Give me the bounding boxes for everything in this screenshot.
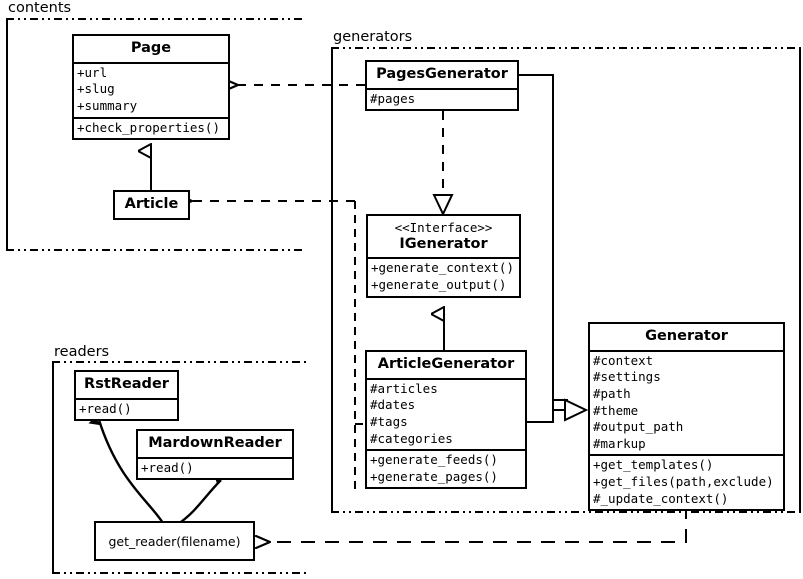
attribute: #categories [370, 430, 453, 446]
class-pages-generator[interactable]: PagesGenerator #pages [365, 60, 519, 112]
class-rst-reader-operations: +read() [76, 397, 177, 420]
attribute: +summary [77, 97, 138, 113]
class-rst-reader[interactable]: RstReader +read() [74, 370, 179, 422]
attribute: #tags [370, 413, 408, 429]
attribute: #markup [593, 435, 646, 451]
class-article[interactable]: Article [113, 190, 190, 220]
class-generator-title: Generator [645, 328, 728, 344]
operation: +generate_pages() [370, 468, 498, 484]
class-page-attributes: +url +slug +summary [74, 61, 228, 117]
generators-package-label: generators [331, 29, 415, 45]
class-mardown-reader-title: MardownReader [148, 435, 282, 451]
operation: +generate_feeds() [370, 452, 498, 468]
attribute: #pages [370, 90, 416, 106]
operation: +generate_context() [371, 260, 514, 276]
class-article-title: Article [124, 196, 179, 212]
operation: +read() [141, 459, 194, 475]
class-mardown-reader-operations: +read() [138, 456, 292, 479]
operation: #_update_context() [593, 490, 729, 506]
attribute: #articles [370, 380, 438, 396]
attribute: #output_path [593, 419, 684, 435]
class-article-generator-attributes: #articles #dates #tags #categories [367, 377, 525, 450]
class-article-generator[interactable]: ArticleGenerator #articles #dates #tags … [365, 350, 527, 490]
class-igenerator-operations: +generate_context() +generate_output() [368, 257, 519, 295]
class-article-generator-operations: +generate_feeds() +generate_pages() [367, 449, 525, 487]
contents-package-label: contents [6, 0, 74, 16]
attribute: +url [77, 64, 108, 80]
operation: +get_templates() [593, 457, 714, 473]
class-page-title: Page [130, 40, 172, 56]
class-igenerator[interactable]: <<Interface>> IGenerator +generate_conte… [366, 214, 521, 298]
operation: +generate_output() [371, 276, 507, 292]
class-page[interactable]: Page +url +slug +summary +check_properti… [72, 34, 230, 141]
class-pages-generator-title: PagesGenerator [376, 66, 508, 82]
attribute: +slug [77, 81, 115, 97]
class-mardown-reader[interactable]: MardownReader +read() [136, 429, 294, 481]
class-igenerator-title: <<Interface>> IGenerator [368, 216, 519, 257]
readers-package-label: readers [52, 344, 112, 360]
class-igenerator-name: IGenerator [399, 235, 488, 252]
class-generator-operations: +get_templates() +get_files(path,exclude… [590, 454, 783, 509]
class-generator-attributes: #context #settings #path #theme #output_… [590, 349, 783, 455]
class-page-operations: +check_properties() [74, 116, 228, 139]
class-pages-generator-attributes: #pages [367, 87, 517, 110]
operation: +read() [79, 400, 132, 416]
class-rst-reader-title: RstReader [84, 376, 169, 392]
class-generator[interactable]: Generator #context #settings #path #them… [588, 322, 785, 512]
operation: +get_files(path,exclude) [593, 474, 774, 490]
attribute: #settings [593, 369, 661, 385]
operation: +check_properties() [77, 119, 220, 135]
function-get-reader-label: get_reader(filename) [108, 533, 241, 549]
attribute: #context [593, 352, 654, 368]
attribute: #dates [370, 397, 416, 413]
class-article-generator-title: ArticleGenerator [377, 356, 515, 372]
function-get-reader[interactable]: get_reader(filename) [94, 521, 255, 561]
class-igenerator-stereotype: <<Interface>> [394, 220, 493, 235]
attribute: #path [593, 385, 631, 401]
attribute: #theme [593, 402, 639, 418]
